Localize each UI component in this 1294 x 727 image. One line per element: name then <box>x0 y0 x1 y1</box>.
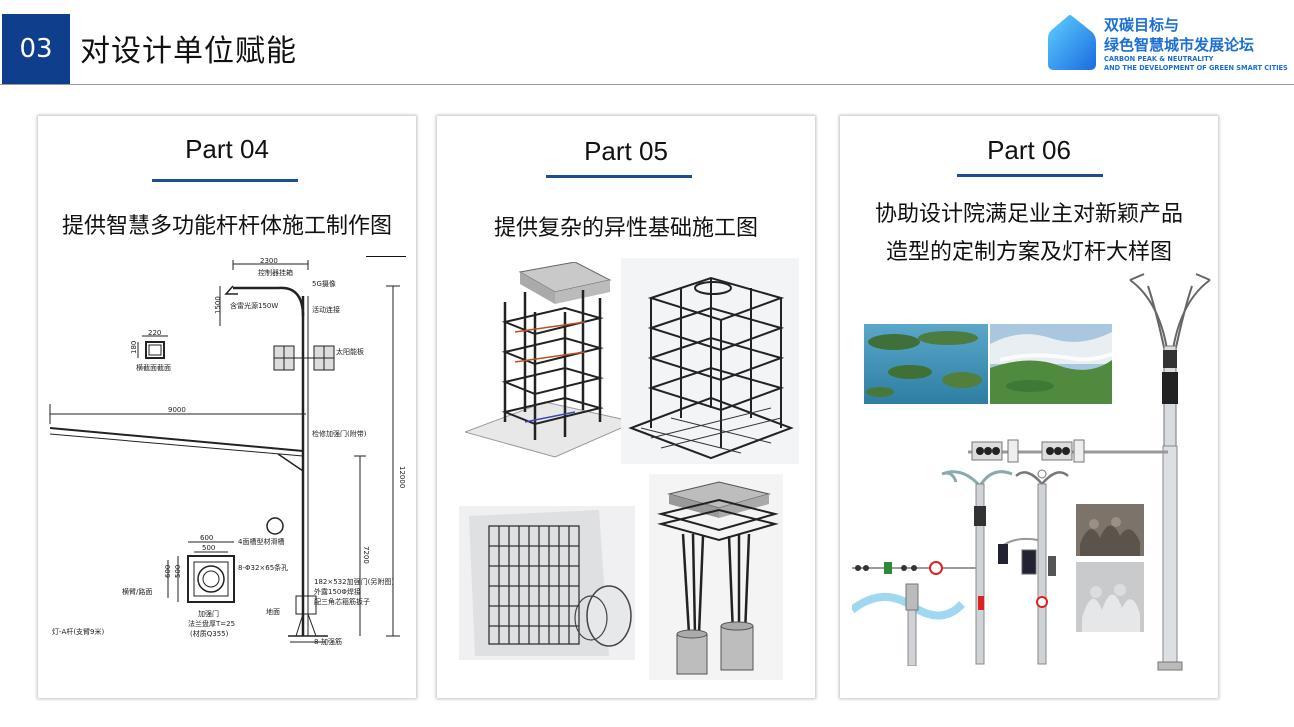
drawing-note: 182×532加强门(另附图) <box>314 577 394 586</box>
foundation-rebar-image-2 <box>621 258 799 464</box>
panel-part-04: Part 04 提供智慧多功能杆杆体施工制作图 <box>38 116 416 698</box>
caption-underline <box>366 256 406 257</box>
panel-part-05: Part 05 提供复杂的异性基础施工图 <box>437 116 815 698</box>
relief-sculpture-photo-1 <box>1076 504 1144 556</box>
lake-islands-photo-1 <box>864 324 988 404</box>
panel-title: Part 04 <box>185 134 269 164</box>
drawing-note: 4面槽型材滑槽 <box>238 537 284 546</box>
title-underline <box>546 175 692 178</box>
dim-label: 600 <box>164 565 172 578</box>
drawing-note: 8-加强筋 <box>314 637 342 646</box>
dim-label: 7200 <box>362 546 370 564</box>
drawing-note: 控制器挂箱 <box>258 268 293 277</box>
foundation-rebar-image-3 <box>459 506 635 660</box>
house-logo-icon <box>1048 15 1096 70</box>
dim-label: 12000 <box>398 466 406 488</box>
page-title: 对设计单位赋能 <box>80 34 297 69</box>
panel-title: Part 05 <box>584 136 668 166</box>
drawing-note: 法兰盘厚T=25 <box>188 619 235 628</box>
drawing-note: 配三角芯箍筋扳子 <box>314 597 370 606</box>
panel-part-06: Part 06 协助设计院满足业主对新颖产品 造型的定制方案及灯杆大样图 <box>840 116 1218 698</box>
dim-label: 500 <box>174 565 182 578</box>
lake-islands-photo-2 <box>990 324 1112 404</box>
foundation-rebar-image-1 <box>465 262 635 458</box>
dim-label: 220 <box>148 329 161 337</box>
dim-label: 180 <box>130 341 138 354</box>
title-underline <box>152 179 298 182</box>
smart-pole-designs-drawing <box>852 469 1069 666</box>
drawing-note: 8-Φ32×65条孔 <box>238 563 288 572</box>
drawing-note: 5G摄像 <box>312 279 336 288</box>
panel-caption: 提供智慧多功能杆杆体施工制作图 <box>61 214 392 239</box>
dim-label: 500 <box>202 544 215 552</box>
drawing-note: 灯-A杆(支臂9米) <box>52 627 104 636</box>
logo-text-en2: AND THE DEVELOPMENT OF GREEN SMART CITIE… <box>1104 64 1288 72</box>
traffic-signal-arm-drawing <box>968 439 1168 463</box>
header-divider <box>0 84 1294 85</box>
header-bar: 03 对设计单位赋能 双碳目标与 绿色智慧城市发展论坛 CARBON PEAK … <box>0 0 1294 86</box>
drawing-note: 加强门 <box>198 609 219 618</box>
decorative-pole-drawing <box>1129 273 1211 671</box>
panel-title: Part 06 <box>987 135 1071 165</box>
drawing-note: (材质Q355) <box>190 629 229 638</box>
panel-caption: 提供复杂的异性基础施工图 <box>493 216 758 241</box>
logo-text-cn2: 绿色智慧城市发展论坛 <box>1104 36 1255 54</box>
logo-text-cn1: 双碳目标与 <box>1104 16 1180 34</box>
dim-label: 2300 <box>260 257 278 265</box>
pole-construction-drawing: 2300 1500 9000 12000 7200 600 500 600 50… <box>49 257 406 646</box>
panel-caption-line2: 造型的定制方案及灯杆大样图 <box>885 240 1172 265</box>
drawing-note: 含雷光源150W <box>230 301 278 310</box>
title-underline <box>957 174 1103 177</box>
dim-label: 600 <box>200 534 213 542</box>
drawing-note: 横臂/路面 <box>122 587 152 596</box>
drawing-note: 太阳能板 <box>336 347 364 356</box>
relief-sculpture-photo-2 <box>1076 562 1144 632</box>
drawing-note: 检修加强门(附带) <box>312 429 367 438</box>
drawing-note: 外露150Φ焊接 <box>314 587 361 596</box>
dim-label: 1500 <box>214 296 222 314</box>
panel-caption-line1: 协助设计院满足业主对新颖产品 <box>874 202 1183 227</box>
logo-text-en1: CARBON PEAK & NEUTRALITY <box>1104 55 1214 63</box>
drawing-note: 地面 <box>266 607 280 616</box>
foundation-rebar-image-4 <box>649 474 783 680</box>
section-number-badge: 03 <box>2 14 70 84</box>
drawing-note: 活动连接 <box>312 305 340 314</box>
forum-logo: 双碳目标与 绿色智慧城市发展论坛 CARBON PEAK & NEUTRALIT… <box>1040 12 1290 74</box>
drawing-note: 横截面截面 <box>136 363 171 372</box>
dim-label: 9000 <box>168 406 186 414</box>
